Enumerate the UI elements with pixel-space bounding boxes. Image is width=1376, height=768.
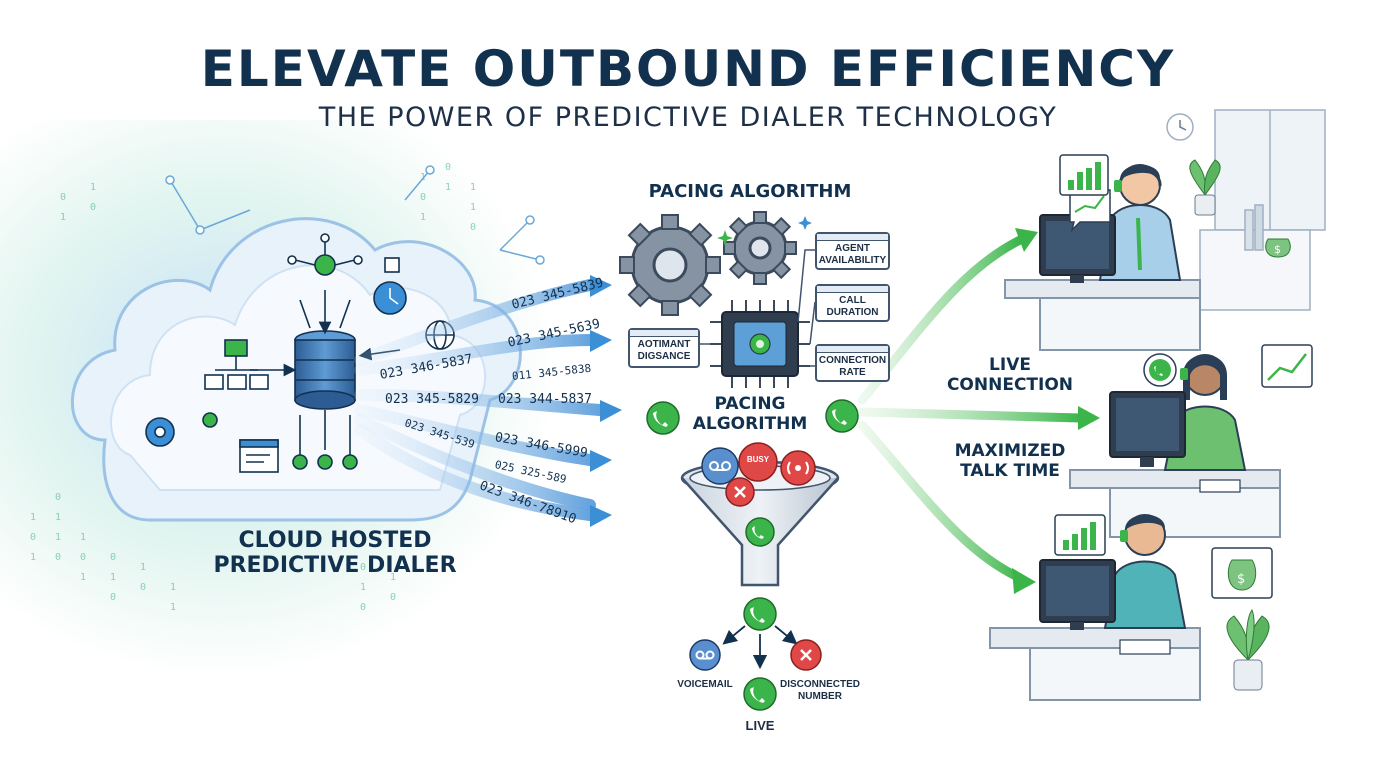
phone-number: 023 345-5829 bbox=[385, 392, 479, 407]
svg-text:1: 1 bbox=[55, 532, 61, 543]
svg-text:1: 1 bbox=[470, 182, 476, 193]
svg-text:0: 0 bbox=[30, 532, 36, 543]
factor-left-box: AOTIMANT DIGSANCE bbox=[628, 328, 700, 368]
svg-text:0: 0 bbox=[360, 562, 366, 573]
agent-arrowheads bbox=[1012, 228, 1100, 594]
funnel-disconnect-icon bbox=[725, 477, 755, 507]
svg-text:$: $ bbox=[1237, 572, 1245, 587]
svg-text:0: 0 bbox=[55, 492, 61, 503]
funnel-busy-icon bbox=[738, 442, 778, 482]
svg-text:1: 1 bbox=[170, 602, 176, 613]
svg-text:0: 0 bbox=[60, 192, 66, 203]
svg-text:1: 1 bbox=[80, 532, 86, 543]
factor-connection-rate: CONNECTION RATE bbox=[815, 344, 890, 382]
network-lines bbox=[165, 165, 545, 265]
live-connection-label: LIVE CONNECTION bbox=[946, 355, 1074, 395]
funnel-signal-icon bbox=[780, 450, 816, 486]
pacing-algorithm-center-label: PACING ALGORITHM bbox=[692, 394, 808, 434]
office-background bbox=[1166, 109, 1326, 311]
svg-text:0: 0 bbox=[140, 582, 146, 593]
phone-number: 023 344-5837 bbox=[498, 392, 592, 407]
outcome-disconnect-icon bbox=[790, 639, 822, 671]
svg-text:1: 1 bbox=[420, 212, 426, 223]
funnel-busy-label: BUSY bbox=[746, 455, 770, 464]
agent-2 bbox=[1069, 344, 1313, 538]
outcome-live-label: LIVE bbox=[745, 718, 775, 733]
outcome-voicemail-icon bbox=[689, 639, 721, 671]
svg-text:1: 1 bbox=[55, 512, 61, 523]
svg-text:1: 1 bbox=[140, 562, 146, 573]
svg-text:0: 0 bbox=[360, 602, 366, 613]
svg-text:1: 1 bbox=[170, 582, 176, 593]
phone-streams bbox=[354, 279, 606, 521]
svg-text:0: 0 bbox=[420, 192, 426, 203]
svg-text:0: 0 bbox=[110, 552, 116, 563]
factor-agent-availability: AGENT AVAILABILITY bbox=[815, 232, 890, 270]
svg-text:0: 0 bbox=[470, 222, 476, 233]
factor-call-duration: CALL DURATION bbox=[815, 284, 890, 322]
svg-text:1: 1 bbox=[80, 572, 86, 583]
cloud-inner-diagram bbox=[145, 233, 455, 473]
outcome-voicemail-label: VOICEMAIL bbox=[677, 679, 733, 690]
outcome-live-icon bbox=[743, 677, 777, 711]
cloud-dialer-label: CLOUD HOSTED PREDICTIVE DIALER bbox=[213, 528, 457, 579]
agent-1 bbox=[1004, 154, 1201, 351]
binary-data-rain: 1 0 1 0 1 1 0 1 0 1 0 1 0 1 0 1 1 0 1 0 1 0 1 0 1 0 1 1 1 0… bbox=[30, 162, 476, 613]
processor-chip bbox=[710, 300, 810, 388]
svg-text:1: 1 bbox=[30, 552, 36, 563]
svg-text:1: 1 bbox=[30, 512, 36, 523]
svg-text:$: $ bbox=[1274, 243, 1281, 256]
svg-text:0: 0 bbox=[80, 552, 86, 563]
outcome-live-phone-top bbox=[743, 597, 777, 631]
svg-text:1: 1 bbox=[60, 212, 66, 223]
gear-large bbox=[619, 214, 721, 316]
svg-text:0: 0 bbox=[55, 552, 61, 563]
svg-text:1: 1 bbox=[470, 202, 476, 213]
svg-text:0: 0 bbox=[390, 592, 396, 603]
pacing-algorithm-heading: PACING ALGORITHM bbox=[648, 181, 852, 202]
maximized-talk-time-label: MAXIMIZED TALK TIME bbox=[954, 441, 1066, 481]
phone-icon-right bbox=[825, 399, 859, 433]
funnel-live-icon bbox=[745, 517, 775, 547]
phone-stream-arrowheads bbox=[590, 275, 622, 527]
svg-text:1: 1 bbox=[110, 572, 116, 583]
svg-text:1: 1 bbox=[90, 182, 96, 193]
svg-text:1: 1 bbox=[390, 572, 396, 583]
gear-small bbox=[723, 211, 797, 285]
funnel-voicemail-icon bbox=[701, 447, 739, 485]
svg-text:1: 1 bbox=[445, 182, 451, 193]
outcome-disconnected-label: DISCONNECTED NUMBER bbox=[779, 679, 860, 702]
factor-connectors bbox=[700, 249, 816, 367]
svg-text:1: 1 bbox=[360, 582, 366, 593]
agent-3: $ bbox=[989, 514, 1273, 701]
money-bag-icon-top: $ bbox=[1265, 238, 1291, 258]
page-subtitle: THE POWER OF PREDICTIVE DIALER TECHNOLOG… bbox=[318, 102, 1058, 133]
phone-icon-left bbox=[646, 401, 680, 435]
sparkles bbox=[717, 216, 812, 246]
svg-text:0: 0 bbox=[445, 162, 451, 173]
svg-text:0: 0 bbox=[110, 592, 116, 603]
plant-bottom bbox=[1226, 609, 1270, 691]
plant-top bbox=[1189, 159, 1221, 216]
page-title: ELEVATE OUTBOUND EFFICIENCY bbox=[200, 40, 1176, 98]
svg-text:0: 0 bbox=[90, 202, 96, 213]
outcome-arrows bbox=[722, 625, 798, 670]
